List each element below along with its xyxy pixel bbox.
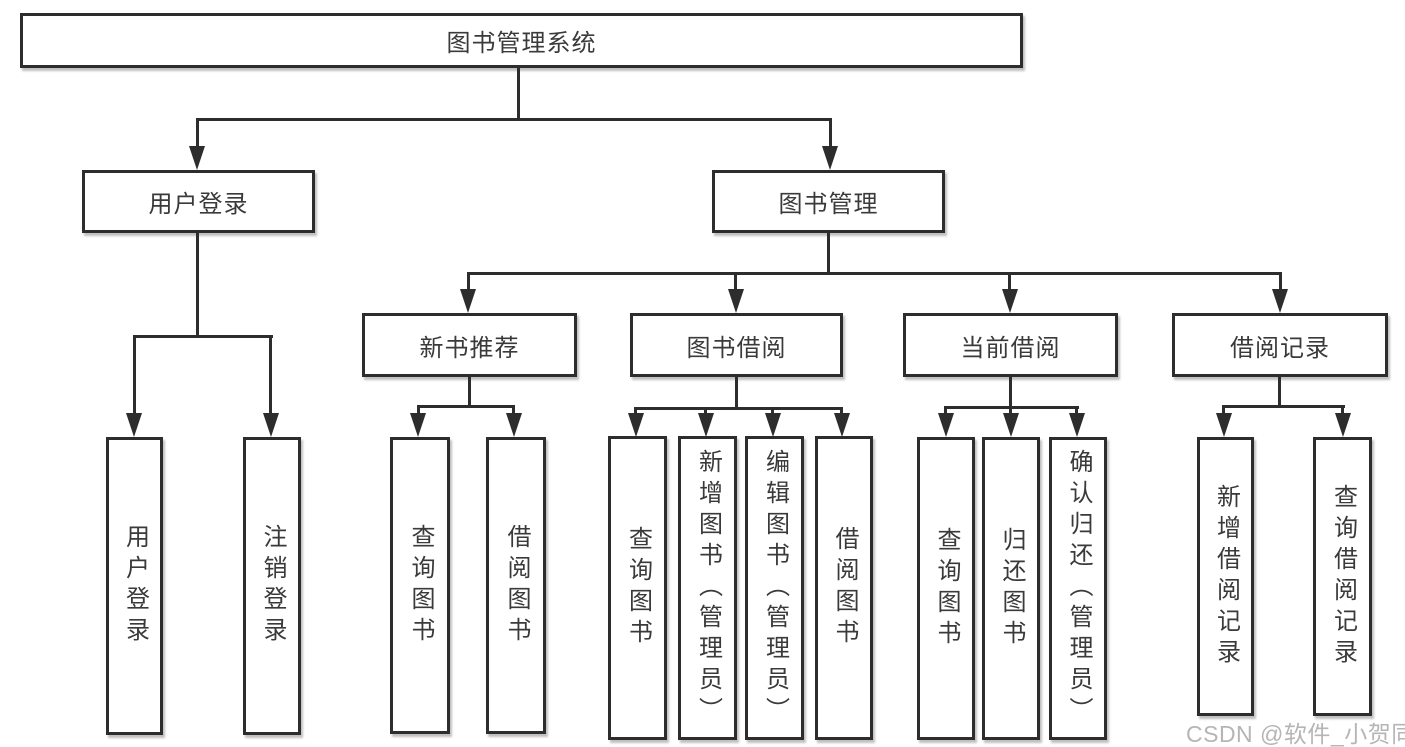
node-book-borrowing: 图书借阅 <box>630 313 843 377</box>
leaf-borrow-book-1-label: 借阅图书 <box>503 523 530 648</box>
connector-line <box>1341 405 1344 417</box>
arrow-down-icon <box>628 413 644 437</box>
connector-line <box>1222 405 1225 417</box>
node-book-management: 图书管理 <box>712 170 945 233</box>
leaf-logout: 注销登录 <box>243 437 301 735</box>
node-current-borrowing-label: 当前借阅 <box>960 334 1061 362</box>
leaf-borrow-book-1: 借阅图书 <box>486 437 546 734</box>
leaf-edit-book-admin: 编辑图书（管理员） <box>745 436 804 740</box>
connector-line <box>634 407 637 417</box>
arrow-down-icon <box>1069 413 1085 437</box>
leaf-add-book-admin: 新增图书（管理员） <box>678 436 737 740</box>
node-new-book-recommendation-label: 新书推荐 <box>419 334 520 362</box>
csdn-watermark: CSDN @软件_小贺同学 <box>1186 721 1405 747</box>
node-user-login: 用户登录 <box>82 170 315 233</box>
node-book-management-label: 图书管理 <box>778 191 879 218</box>
leaf-add-borrow-record-label: 新增借阅记录 <box>1212 483 1240 670</box>
connector-line <box>133 335 136 415</box>
leaf-borrow-book-2: 借阅图书 <box>815 436 873 740</box>
arrow-down-icon <box>126 413 142 437</box>
leaf-query-book-1-label: 查询图书 <box>407 523 434 648</box>
arrow-down-icon <box>1003 413 1019 437</box>
leaf-return-book: 归还图书 <box>982 437 1040 740</box>
connector-line <box>634 407 843 410</box>
node-current-borrowing: 当前借阅 <box>903 313 1118 377</box>
connector-line <box>734 272 737 292</box>
node-borrowing-records: 借阅记录 <box>1172 313 1388 377</box>
node-borrowing-records-label: 借阅记录 <box>1230 334 1330 362</box>
connector-line <box>269 335 272 415</box>
arrow-down-icon <box>263 413 279 437</box>
leaf-add-borrow-record: 新增借阅记录 <box>1197 437 1254 716</box>
connector-line <box>1008 272 1011 292</box>
arrow-down-icon <box>765 413 781 437</box>
connector-line <box>133 335 273 338</box>
connector-line <box>704 407 707 417</box>
connector-line <box>417 405 515 408</box>
connector-line <box>517 68 520 118</box>
connector-line <box>417 405 420 417</box>
arrow-down-icon <box>1335 413 1351 437</box>
leaf-user-login-label: 用户登录 <box>121 524 149 648</box>
connector-line <box>1009 377 1012 408</box>
arrow-down-icon <box>834 413 850 437</box>
leaf-query-borrow-record: 查询借阅记录 <box>1313 437 1372 716</box>
connector-line <box>196 233 199 337</box>
connector-line <box>512 405 515 417</box>
leaf-query-borrow-record-label: 查询借阅记录 <box>1329 483 1357 670</box>
arrow-down-icon <box>460 289 476 313</box>
leaf-query-book-2: 查询图书 <box>608 436 667 740</box>
leaf-confirm-return-admin-label: 确认归还（管理员） <box>1065 449 1092 728</box>
leaf-confirm-return-admin: 确认归还（管理员） <box>1049 437 1107 740</box>
connector-line <box>1075 406 1078 416</box>
node-book-borrowing-label: 图书借阅 <box>686 334 787 362</box>
connector-line <box>196 118 199 148</box>
leaf-user-login: 用户登录 <box>106 437 163 735</box>
connector-line <box>735 377 738 409</box>
connector-line <box>467 272 1282 275</box>
leaf-borrow-book-2-label: 借阅图书 <box>831 526 858 650</box>
connector-line <box>1009 406 1012 416</box>
arrow-down-icon <box>189 146 205 170</box>
node-new-book-recommendation: 新书推荐 <box>362 313 577 377</box>
leaf-query-book-3: 查询图书 <box>917 437 975 740</box>
leaf-return-book-label: 归还图书 <box>998 526 1025 651</box>
arrow-down-icon <box>506 413 522 437</box>
connector-line <box>829 118 832 148</box>
connector-line <box>196 118 832 121</box>
connector-line <box>468 377 471 407</box>
connector-line <box>771 407 774 417</box>
leaf-logout-label: 注销登录 <box>259 524 286 648</box>
connector-line <box>944 406 947 416</box>
leaf-edit-book-admin-label: 编辑图书（管理员） <box>761 448 789 728</box>
connector-line <box>1222 405 1345 408</box>
arrow-down-icon <box>938 413 954 437</box>
arrow-down-icon <box>1002 289 1018 313</box>
node-user-login-label: 用户登录 <box>148 191 249 218</box>
leaf-add-book-admin-label: 新增图书（管理员） <box>694 448 722 728</box>
arrow-down-icon <box>728 289 744 313</box>
connector-line <box>827 233 830 274</box>
connector-line <box>1278 377 1281 407</box>
connector-line <box>1279 272 1282 292</box>
leaf-query-book-1: 查询图书 <box>390 437 450 734</box>
node-root: 图书管理系统 <box>20 13 1023 68</box>
arrow-down-icon <box>410 413 426 437</box>
connector-line <box>467 272 470 292</box>
arrow-down-icon <box>1272 289 1288 313</box>
connector-line <box>840 407 843 417</box>
leaf-query-book-2-label: 查询图书 <box>624 526 652 650</box>
arrow-down-icon <box>698 413 714 437</box>
node-root-label: 图书管理系统 <box>446 30 597 57</box>
arrow-down-icon <box>1216 413 1232 437</box>
leaf-query-book-3-label: 查询图书 <box>933 526 960 651</box>
arrow-down-icon <box>822 146 838 170</box>
